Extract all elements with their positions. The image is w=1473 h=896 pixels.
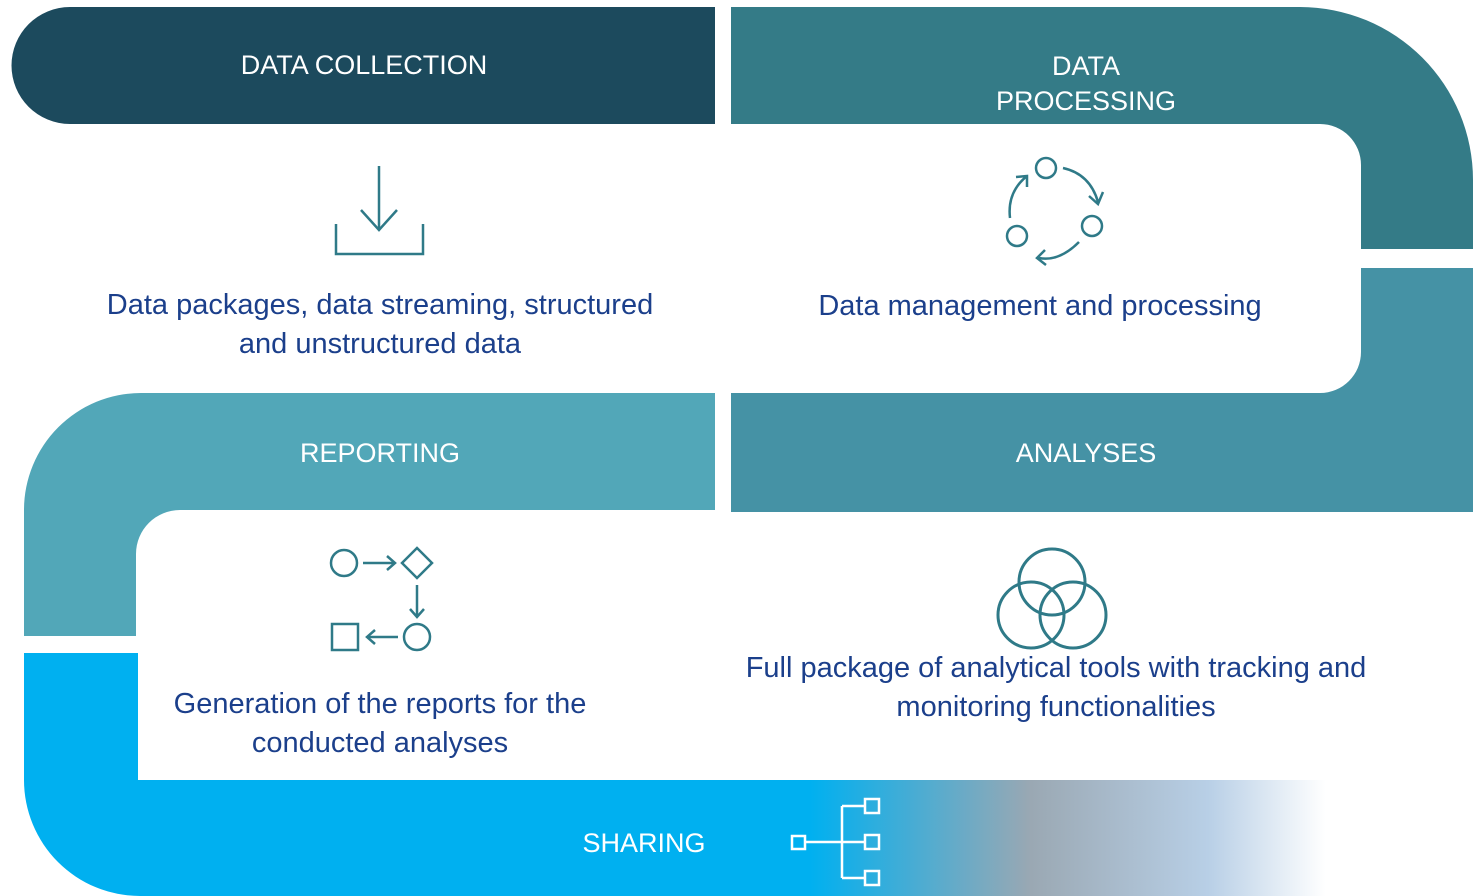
collection-description-line1: Data packages, data streaming, structure… (106, 289, 654, 321)
analyses-description-line1: Full package of analytical tools with tr… (745, 652, 1367, 684)
download-icon (334, 166, 425, 256)
processing-title-line1: DATA (1051, 51, 1120, 81)
analyses-band (731, 268, 1473, 512)
sharing-title: SHARING (582, 828, 706, 858)
cycle-icon (1005, 156, 1105, 266)
collection-band (11, 7, 716, 124)
reporting-title: REPORTING (299, 438, 461, 468)
hierarchy-icon (790, 797, 881, 887)
sharing-band (24, 653, 1473, 896)
analyses-description: Full package of analytical tools with tr… (706, 649, 1406, 727)
workflow-icon (329, 546, 434, 652)
analyses-title: ANALYSES (1015, 438, 1157, 468)
processing-title-line2: PROCESSING (995, 86, 1177, 116)
processing-band (731, 7, 1473, 249)
analyses-description-line2: monitoring functionalities (896, 691, 1216, 723)
collection-description: Data packages, data streaming, structure… (40, 286, 720, 364)
reporting-description: Generation of the reports for the conduc… (80, 685, 680, 763)
reporting-description-line1: Generation of the reports for the (173, 688, 587, 720)
reporting-description-line2: conducted analyses (251, 727, 509, 759)
venn-icon (996, 547, 1108, 650)
collection-description-line2: and unstructured data (238, 328, 522, 360)
reporting-band (24, 393, 715, 636)
collection-title: DATA COLLECTION (240, 50, 488, 80)
processing-title: DATA PROCESSING (736, 49, 1436, 119)
processing-description: Data management and processing (818, 290, 1262, 322)
